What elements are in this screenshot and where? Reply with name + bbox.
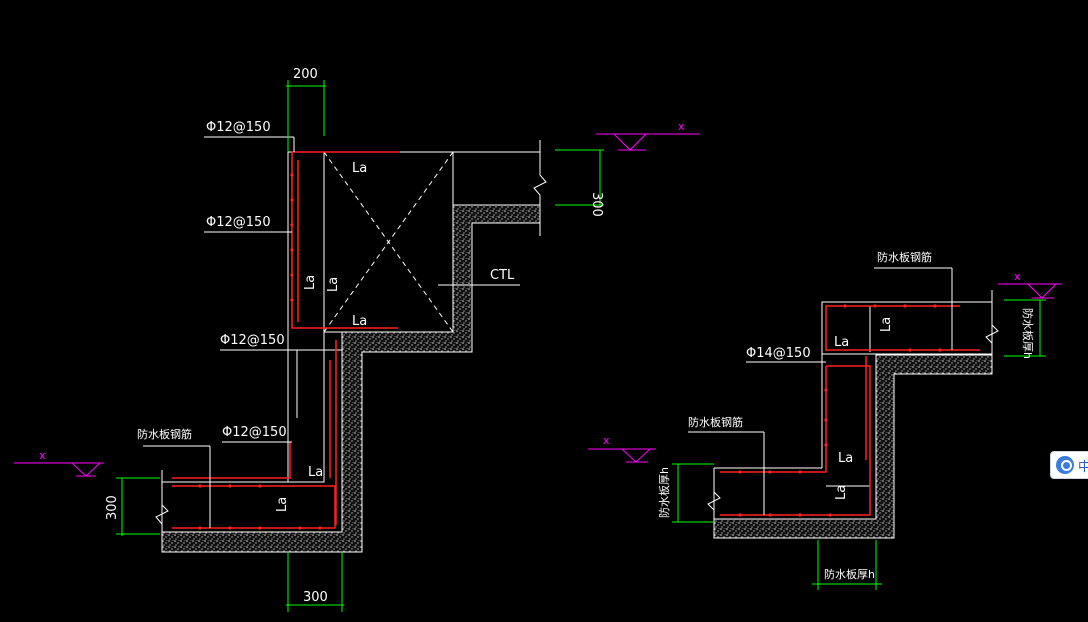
left-la-2: La <box>352 314 367 329</box>
right-waterproof-rebar-top: 防水板钢筋 <box>877 250 932 264</box>
left-detail: 200 300 300 300 Φ12@150 Φ12@150 Φ12@150 … <box>14 67 700 612</box>
left-concrete-upper <box>161 204 541 553</box>
left-rebar <box>172 151 400 529</box>
left-wall-outline <box>287 151 325 483</box>
right-level-mark-1: x <box>1014 270 1021 283</box>
right-rebar <box>720 305 980 516</box>
left-rebar-label-4: Φ12@150 <box>222 425 287 440</box>
left-dim-top: 200 <box>293 67 318 82</box>
right-thickness-right: 防水板厚h <box>1021 308 1035 359</box>
right-thickness-bottom: 防水板厚h <box>824 567 875 581</box>
right-waterproof-rebar-mid: 防水板钢筋 <box>688 415 743 429</box>
left-dim-left: 300 <box>105 495 120 520</box>
left-leaders <box>143 136 520 528</box>
side-widget[interactable]: 中 <box>1050 451 1088 479</box>
left-level-mark-text: x <box>39 449 46 462</box>
right-level-marks <box>588 283 1062 463</box>
left-rebar-dots <box>198 173 322 530</box>
left-rebar-label-2: Φ12@150 <box>206 215 271 230</box>
right-rebar-label-1: Φ14@150 <box>746 346 811 361</box>
left-dimensions <box>116 80 604 612</box>
left-dim-right: 300 <box>589 192 604 217</box>
right-concrete <box>713 301 993 539</box>
left-rebar-label-3: Φ12@150 <box>220 333 285 348</box>
left-la-5: La <box>308 465 323 480</box>
right-thickness-left: 防水板厚h <box>657 467 671 518</box>
right-la-4: La <box>834 485 849 500</box>
right-la-3: La <box>838 451 853 466</box>
left-ctl-label: CTL <box>490 268 515 283</box>
left-la-1: La <box>352 161 367 176</box>
right-leaders <box>688 267 953 515</box>
right-la-2: La <box>879 317 894 332</box>
user-avatar-icon <box>1056 456 1074 474</box>
left-dim-bottom: 300 <box>303 590 328 605</box>
left-la-3: La <box>303 275 318 290</box>
side-widget-label: 中 <box>1078 460 1088 475</box>
right-la-1: La <box>834 335 849 350</box>
left-la-6: La <box>275 497 290 512</box>
left-waterproof-rebar-label: 防水板钢筋 <box>137 427 192 441</box>
right-level-mark-2: x <box>603 434 610 447</box>
left-la-4: La <box>326 277 341 292</box>
left-level-marks <box>14 133 700 477</box>
right-detail: 防水板钢筋 防水板钢筋 Φ14@150 La La La La 防水板厚h 防水… <box>588 250 1062 590</box>
right-rebar-dots <box>738 304 942 517</box>
right-dimensions <box>672 299 1046 590</box>
left-rebar-label-1: Φ12@150 <box>206 120 271 135</box>
left-level-mark-text-2: x <box>678 120 685 133</box>
